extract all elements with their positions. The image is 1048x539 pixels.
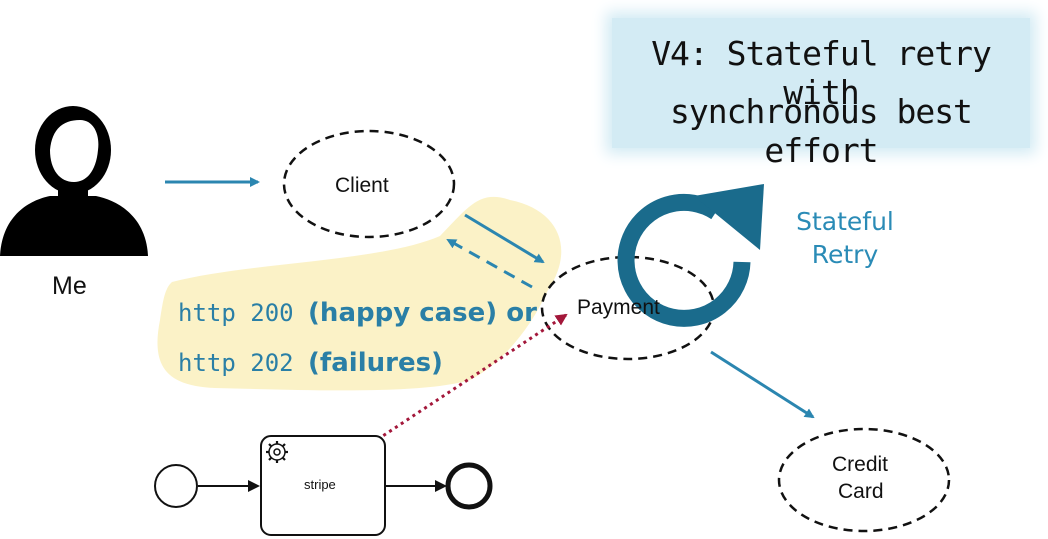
me-label: Me bbox=[52, 272, 87, 300]
end-event bbox=[445, 462, 493, 510]
title-line-1: V4: Stateful retry with bbox=[651, 34, 992, 112]
title-box: V4: Stateful retry with synchronous best… bbox=[612, 18, 1030, 170]
start-event bbox=[154, 464, 198, 508]
gear-icon bbox=[266, 441, 288, 463]
response-line-1: http 200 (happy case) or bbox=[178, 298, 537, 328]
title-line-2: synchronous best effort bbox=[670, 92, 973, 170]
arrow-payment-to-client bbox=[446, 238, 533, 289]
retry-label-line1: Stateful bbox=[796, 207, 894, 236]
stripe-association-link bbox=[359, 313, 568, 453]
response-text-failures: (failures) bbox=[308, 348, 443, 378]
response-text-happy: (happy case) or bbox=[308, 298, 537, 328]
refresh-icon bbox=[617, 184, 764, 327]
stripe-task-label: stripe bbox=[304, 477, 336, 492]
credit-card-label-line1: Credit bbox=[832, 453, 889, 476]
response-code-202: http 202 bbox=[178, 349, 294, 377]
arrow-payment-to-credit-card bbox=[710, 350, 815, 419]
credit-card-node bbox=[777, 427, 951, 533]
client-node bbox=[282, 129, 456, 239]
payment-label: Payment bbox=[577, 296, 660, 319]
person-icon bbox=[0, 106, 148, 256]
arrow-client-to-payment bbox=[464, 213, 545, 264]
retry-label-line2: Retry bbox=[811, 240, 879, 269]
client-label: Client bbox=[335, 174, 389, 197]
credit-card-label-line2: Card bbox=[838, 480, 884, 503]
response-code-200: http 200 bbox=[178, 299, 294, 327]
response-line-2: http 202 (failures) bbox=[178, 348, 443, 378]
